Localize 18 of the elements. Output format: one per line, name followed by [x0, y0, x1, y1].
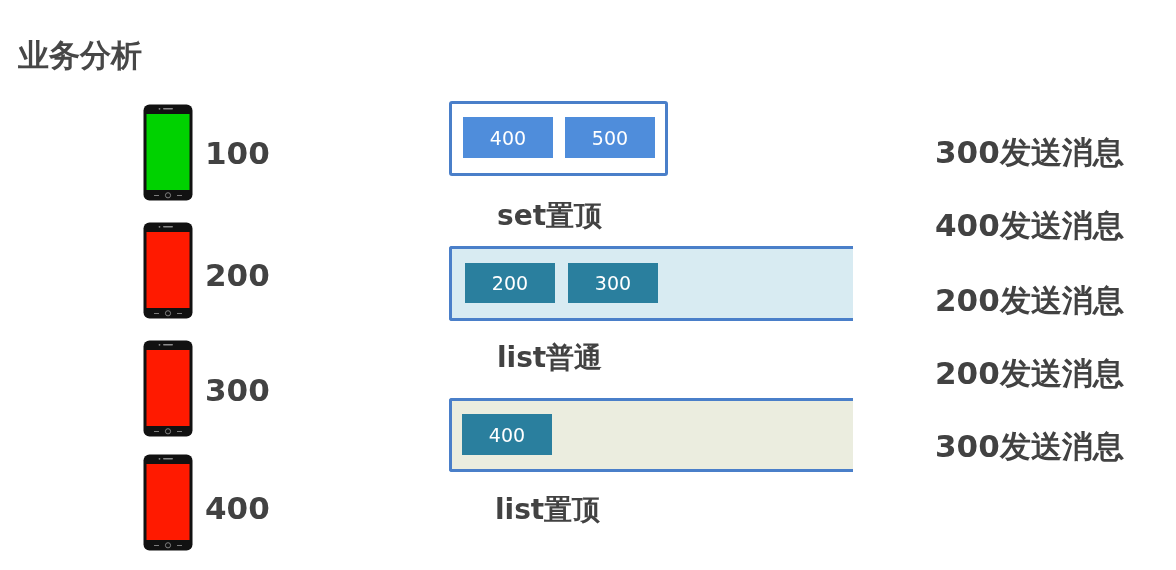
number-label: 300: [205, 371, 270, 409]
value-tile: 400: [463, 117, 553, 158]
number-label: 100: [205, 134, 270, 172]
value-tile: 500: [565, 117, 655, 158]
message-label: 200发送消息: [935, 354, 1124, 392]
queue-title: set置顶: [497, 199, 603, 233]
value-tile: 300: [568, 263, 658, 303]
slide-title: 业务分析: [18, 37, 142, 73]
message-label: 200发送消息: [935, 281, 1124, 319]
number-label: 200: [205, 256, 270, 294]
queue-title: list置顶: [495, 493, 601, 527]
message-label: 300发送消息: [935, 427, 1124, 465]
message-label: 300发送消息: [935, 133, 1124, 171]
value-tile: 400: [462, 414, 552, 455]
number-label: 400: [205, 489, 270, 527]
message-label: 400发送消息: [935, 206, 1124, 244]
value-tile: 200: [465, 263, 555, 303]
queue-title: list普通: [497, 341, 603, 375]
